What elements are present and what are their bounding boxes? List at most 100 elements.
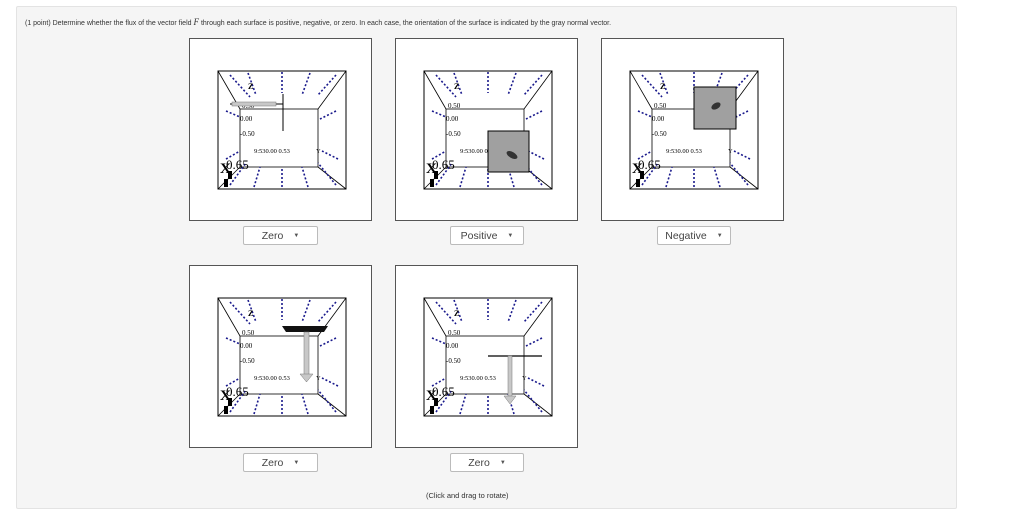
answer-select-3[interactable]: Negative ▼ — [657, 226, 731, 245]
x-axis-label: X — [426, 388, 437, 404]
field-arrow — [319, 110, 337, 120]
x-axis-label: X — [632, 161, 643, 177]
field-arrow — [637, 110, 653, 118]
field-arrow — [459, 393, 467, 415]
normal-arrowhead — [503, 395, 517, 405]
axis-marker — [224, 406, 228, 414]
outer-box — [423, 70, 553, 190]
field-arrow — [431, 377, 447, 387]
field-arrow — [317, 389, 337, 413]
chevron-down-icon: ▼ — [293, 232, 300, 239]
answer-select-value: Zero — [468, 456, 490, 469]
field-arrow — [301, 72, 311, 96]
box-edge — [217, 297, 241, 337]
normal-vector — [231, 101, 277, 107]
tick-label: 0.50 — [654, 102, 667, 110]
field-arrow — [733, 150, 751, 160]
field-arrow — [713, 166, 721, 188]
field-arrow — [431, 150, 447, 160]
field-arrow — [225, 110, 241, 118]
tick-label: -0.50 — [446, 130, 461, 138]
tick-label: 0.65 — [226, 157, 249, 172]
field-arrow — [525, 110, 543, 120]
field-arrow — [507, 299, 517, 323]
normal-vector — [506, 151, 518, 159]
field-arrow — [523, 301, 543, 323]
z-axis-label: Z — [248, 309, 253, 318]
answer-select-value: Zero — [261, 456, 284, 469]
field-arrow — [321, 150, 339, 160]
z-axis-label: Z — [660, 82, 665, 91]
field-arrow — [431, 110, 447, 118]
field-arrow — [523, 389, 543, 413]
box-edge — [317, 166, 347, 190]
answer-select-5[interactable]: Zero ▼ — [450, 453, 524, 472]
axis-marker — [636, 179, 640, 187]
box-edge — [729, 166, 759, 190]
field-arrow — [435, 74, 457, 98]
field-arrow — [253, 393, 261, 415]
field-arrow — [317, 301, 337, 323]
chevron-down-icon: ▼ — [293, 459, 300, 466]
inner-box — [651, 108, 731, 168]
answer-select-4[interactable]: Zero ▼ — [243, 453, 318, 472]
y-axis-label: Y — [728, 148, 733, 155]
tick-label: 0.50 — [242, 329, 255, 337]
y-axis-label: Y — [522, 375, 527, 382]
tick-label: 9:530.00 0.53 — [666, 148, 702, 155]
box-edge — [317, 393, 347, 417]
tick-label: 0.00 — [240, 115, 253, 123]
tick-label: 9:530.00 0.53 — [254, 148, 290, 155]
box-edge — [629, 70, 653, 110]
axis-marker — [224, 179, 228, 187]
x-axis-label: X — [426, 161, 437, 177]
outer-box — [629, 70, 759, 190]
field-arrow — [641, 162, 659, 186]
answer-select-1[interactable]: Zero ▼ — [243, 226, 318, 245]
tick-label: 0.65 — [432, 157, 455, 172]
tick-label: 0.00 — [446, 342, 459, 350]
field-arrow — [253, 166, 261, 188]
x-axis-label: X — [220, 388, 231, 404]
field-arrow — [301, 299, 311, 323]
tick-label: -0.50 — [240, 357, 255, 365]
outer-box — [217, 70, 347, 190]
field-arrow — [507, 72, 517, 96]
field-arrow — [527, 150, 545, 160]
answer-select-2[interactable]: Positive ▼ — [450, 226, 524, 245]
box-edge — [523, 70, 553, 110]
axis-marker — [434, 398, 438, 406]
surface-plane — [282, 326, 328, 332]
normal-arrowhead — [299, 373, 314, 383]
field-arrow — [229, 389, 247, 413]
box-edge — [317, 70, 347, 110]
box-edge — [423, 297, 447, 337]
answer-select-value: Negative — [665, 229, 707, 242]
field-arrow — [225, 337, 241, 345]
field-arrow — [523, 74, 543, 96]
tick-label: 0.00 — [446, 115, 459, 123]
box-edge — [523, 393, 553, 417]
field-arrow — [317, 162, 337, 186]
outer-box — [423, 297, 553, 417]
axis-marker — [434, 171, 438, 179]
field-arrow — [301, 393, 309, 415]
answer-select-value: Positive — [460, 229, 498, 242]
axis-marker — [228, 171, 232, 179]
field-arrow — [229, 162, 247, 186]
field-arrow — [225, 150, 241, 160]
field-arrow — [225, 377, 241, 387]
axis-marker — [430, 179, 434, 187]
tick-label: 0.00 — [652, 115, 665, 123]
field-arrow — [301, 166, 309, 188]
tick-label: 0.00 — [240, 342, 253, 350]
field-arrow — [731, 110, 749, 120]
